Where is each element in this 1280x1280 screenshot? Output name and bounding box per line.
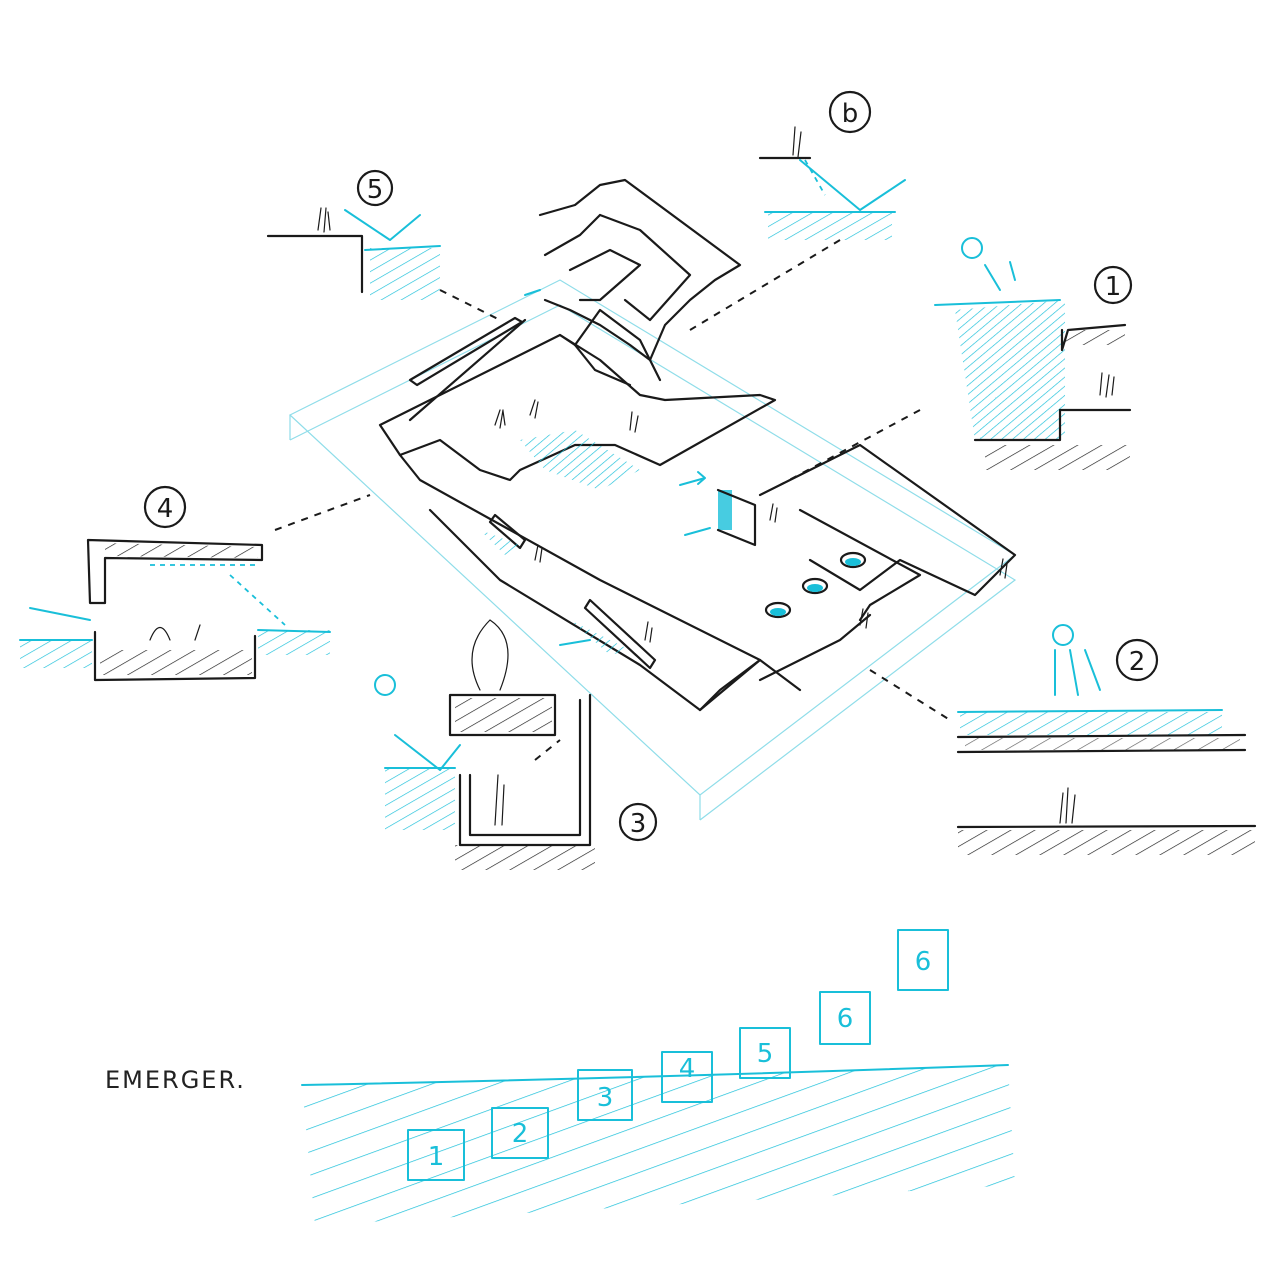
emerge-step-2: 2 [491,1107,549,1159]
main-body [378,308,1017,712]
detail-5: 5 [266,169,441,300]
emerge-step-3: 3 [577,1069,633,1121]
axo-water-fill [480,430,640,655]
detail-3-label: 3 [630,809,647,839]
emerge-step-6b-label: 6 [915,947,932,977]
detail-1-label: 1 [1105,272,1122,302]
central-axonometric [288,178,1017,821]
detail-4: 4 [19,485,331,682]
emerge-step-4: 4 [661,1051,713,1103]
emerge-sequence: 1 2 3 4 5 6 6 EMERGER. [105,929,1015,1225]
axo-water-arrows [524,289,711,646]
emerge-step-3-label: 3 [597,1083,614,1113]
emerge-step-6a: 6 [819,991,871,1045]
detail-6-label: b [842,99,859,129]
detail-2: 2 [956,624,1257,855]
caption-emerger: EMERGER. [105,1066,246,1094]
zigzag-channel [538,178,742,362]
emerge-step-6b: 6 [897,929,949,991]
detail-5-label: 5 [367,175,384,205]
slots [408,316,757,670]
detail-2-label: 2 [1129,647,1146,677]
leader-lines [274,239,951,761]
emerge-step-6a-label: 6 [837,1004,854,1034]
emerge-step-5-label: 5 [757,1039,774,1069]
detail-3: 3 [374,619,658,870]
emerge-step-4-label: 4 [679,1054,696,1084]
emerge-step-5: 5 [739,1027,791,1079]
detail-1: 1 [934,237,1133,470]
axo-plants [494,399,1008,643]
detail-4-label: 4 [157,494,174,524]
detail-6: b [758,90,906,240]
emerge-step-1-label: 1 [428,1142,445,1172]
emerge-step-1: 1 [407,1129,465,1181]
skylights [764,551,867,619]
emerge-step-2-label: 2 [512,1119,529,1149]
